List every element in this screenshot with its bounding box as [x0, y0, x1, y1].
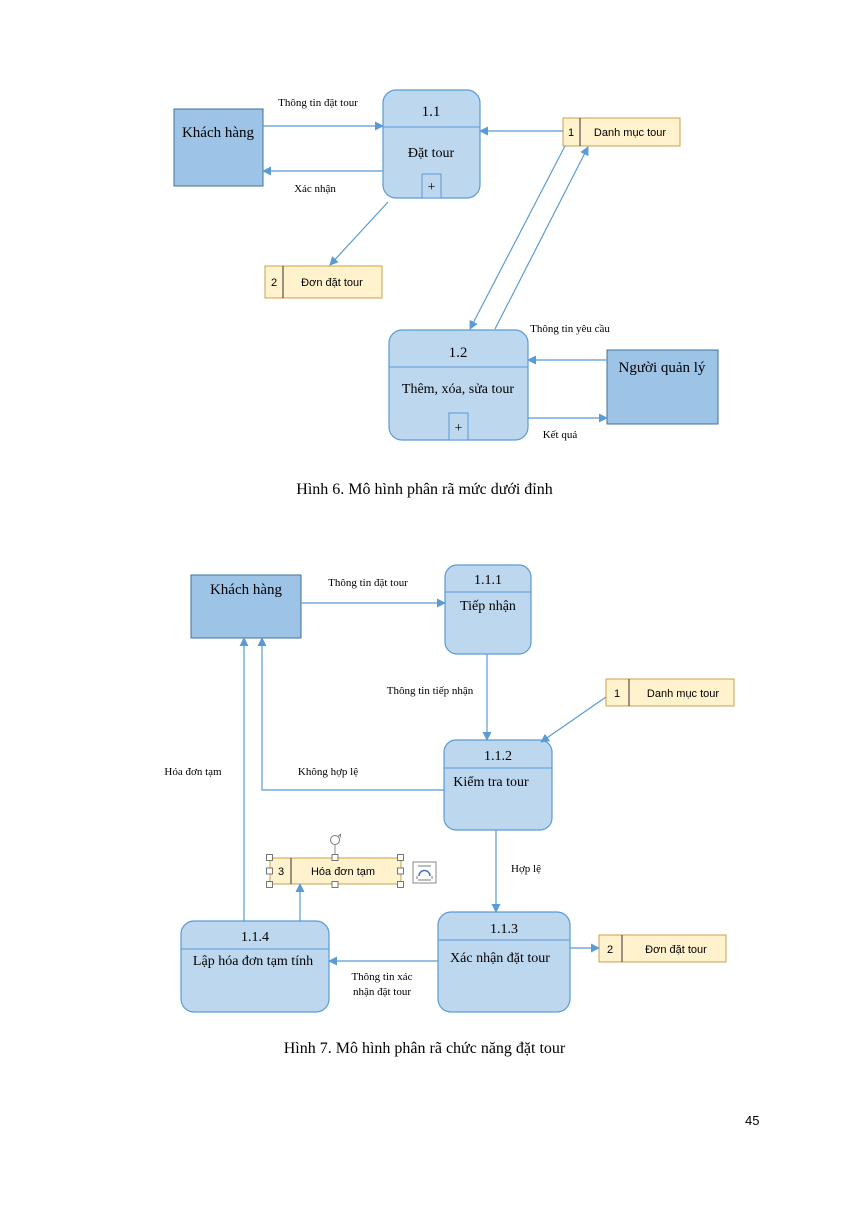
store-don-dat-tour-2	[598, 934, 727, 963]
store-don-dat-2-label: Đơn đặt tour	[645, 944, 707, 956]
page-number: 45	[745, 1113, 760, 1128]
flow-1-1-2-to-khach-hang	[257, 637, 444, 791]
entity-nguoi-quan-ly-label: Người quản lý	[619, 360, 706, 376]
process-1-2-expand-icon: +	[455, 421, 463, 436]
selection-handle[interactable]	[266, 881, 273, 888]
flow-label-hop-le: Hợp lệ	[511, 863, 541, 875]
entity-khach-hang-2	[190, 574, 302, 639]
entity-khach-hang-2-label: Khách hàng	[210, 582, 283, 598]
flow-1-2-to-danh-muc	[494, 146, 589, 330]
selection-handle[interactable]	[266, 854, 273, 861]
store-hoa-don-number: 3	[278, 866, 284, 878]
flow-label-xac-nhan: Xác nhận	[294, 183, 336, 195]
selection-handle[interactable]	[397, 854, 404, 861]
process-1-1-4-name: Lập hóa đơn tạm tính	[193, 954, 313, 969]
flow-label-ket-qua: Kết quả	[543, 429, 578, 441]
store-danh-muc-tour	[562, 117, 681, 147]
process-1-2-name: Thêm, xóa, sửa tour	[402, 382, 515, 397]
layout-options-icon[interactable]	[412, 861, 437, 884]
flow-label-thong-tin-tiep-nhan: Thông tin tiếp nhận	[387, 685, 474, 697]
store-hoa-don-tam[interactable]	[269, 857, 402, 885]
process-1-1-3-name: Xác nhận đặt tour	[450, 951, 550, 966]
store-don-dat-2-number: 2	[607, 944, 613, 956]
process-1-1-name: Đặt tour	[408, 146, 455, 161]
store-danh-muc-2-label: Danh mục tour	[647, 688, 719, 700]
figure-6: Khách hàng 1.1 Đặt tour + 1 Danh mục tou…	[173, 89, 719, 441]
figure-7: Khách hàng 1.1.1 Tiếp nhận 1 Danh mục to…	[164, 564, 735, 1013]
flow-label-thong-tin-xac-nhan-1: Thông tin xác	[351, 971, 412, 983]
flow-1-1-to-don-dat	[329, 201, 389, 266]
process-1-1-1	[444, 564, 532, 655]
process-1-1-id: 1.1	[422, 104, 441, 120]
store-don-dat-number: 2	[271, 277, 277, 289]
process-1-1-1-id: 1.1.1	[474, 573, 502, 588]
process-1-1-3-id: 1.1.3	[490, 922, 518, 937]
flow-label-khong-hop-le: Không hợp lệ	[298, 766, 358, 778]
process-1-1-1-name: Tiếp nhận	[460, 599, 516, 614]
flow-danh-muc-to-1-2	[469, 145, 566, 330]
process-1-1-4	[180, 920, 330, 1013]
selection-handle[interactable]	[331, 854, 339, 861]
process-1-1-2	[443, 739, 553, 831]
figure-6-caption: Hình 6. Mô hình phân rã mức dưới đỉnh	[296, 481, 553, 498]
process-1-2-expand-box	[448, 412, 469, 441]
process-1-1-3	[437, 911, 571, 1013]
store-hoa-don-label: Hóa đơn tạm	[311, 866, 375, 878]
store-don-dat-tour	[264, 265, 383, 299]
flow-label-thong-tin-xac-nhan-2: nhận đặt tour	[353, 986, 411, 998]
flow-danh-muc-to-1-1-2	[540, 696, 607, 743]
flow-label-hoa-don-tam: Hóa đơn tạm	[164, 766, 222, 778]
entity-khach-hang-label: Khách hàng	[182, 125, 255, 141]
process-1-2-id: 1.2	[449, 345, 468, 361]
selection-handle[interactable]	[331, 881, 339, 888]
process-1-1-expand-box	[421, 173, 442, 199]
store-danh-muc-tour-2	[605, 678, 735, 707]
flow-label-thong-tin-yeu-cau: Thông tin yêu cầu	[530, 323, 610, 335]
flow-label-thong-tin-dat-tour-2: Thông tin đặt tour	[328, 577, 408, 589]
store-danh-muc-2-number: 1	[614, 688, 620, 700]
selection-handle[interactable]	[397, 867, 404, 875]
store-hoa-don-tam-selection[interactable]: 3 Hóa đơn tạm	[266, 833, 404, 888]
selection-handle[interactable]	[266, 867, 273, 875]
store-danh-muc-number: 1	[568, 127, 574, 139]
process-1-1-4-id: 1.1.4	[241, 930, 269, 945]
figure-7-caption: Hình 7. Mô hình phân rã chức năng đặt to…	[283, 1040, 566, 1057]
selection-handle[interactable]	[397, 881, 404, 888]
entity-nguoi-quan-ly	[606, 349, 719, 425]
entity-khach-hang	[173, 108, 264, 187]
process-1-1-2-id: 1.1.2	[484, 749, 512, 764]
process-1-1-expand-icon: +	[428, 180, 436, 195]
process-1-1-2-name: Kiểm tra tour	[453, 775, 529, 790]
store-danh-muc-label: Danh mục tour	[594, 127, 666, 139]
store-don-dat-label: Đơn đặt tour	[301, 277, 363, 289]
flow-label-thong-tin-dat-tour: Thông tin đặt tour	[278, 97, 358, 109]
rotate-handle-icon[interactable]	[330, 833, 342, 845]
